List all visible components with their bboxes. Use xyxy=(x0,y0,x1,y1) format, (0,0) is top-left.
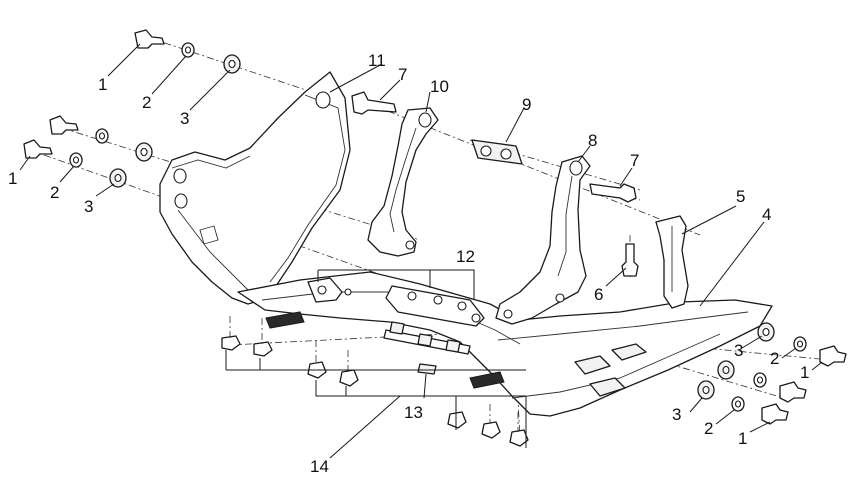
callout-11: 11 xyxy=(368,51,386,70)
leader-lines xyxy=(19,43,823,459)
callout-13: 13 xyxy=(404,403,423,422)
callout-2: 2 xyxy=(704,419,713,438)
callout-3: 3 xyxy=(84,197,93,216)
callout-4: 4 xyxy=(762,205,771,224)
callout-1: 1 xyxy=(8,169,17,188)
fasteners-left xyxy=(23,29,397,188)
callout-2: 2 xyxy=(50,183,59,202)
screws-14 xyxy=(221,316,529,447)
callout-9: 9 xyxy=(522,95,531,114)
skid-plate xyxy=(237,271,773,417)
clip-strip xyxy=(383,321,471,375)
callout-6: 6 xyxy=(594,285,603,304)
callout-1: 1 xyxy=(800,363,809,382)
callout-2: 2 xyxy=(142,93,151,112)
right-bracket xyxy=(495,155,591,325)
left-bracket xyxy=(367,107,439,257)
nut-plate xyxy=(307,277,485,327)
callout-3: 3 xyxy=(734,341,743,360)
callout-3: 3 xyxy=(672,405,681,424)
callout-3: 3 xyxy=(180,109,189,128)
callout-10: 10 xyxy=(430,77,449,96)
left-side-cover xyxy=(159,71,351,305)
side-bracket xyxy=(655,215,689,309)
callout-5: 5 xyxy=(736,187,745,206)
callout-7: 7 xyxy=(630,151,639,170)
callout-1: 1 xyxy=(98,75,107,94)
callout-1: 1 xyxy=(738,429,747,448)
callout-14: 14 xyxy=(310,457,329,476)
damper-plate xyxy=(471,139,523,165)
callouts: 1 2 3 1 2 3 11 7 10 9 8 7 5 4 12 6 3 2 1… xyxy=(8,51,809,476)
callout-8: 8 xyxy=(588,131,597,150)
callout-7: 7 xyxy=(398,65,407,84)
fasteners-right xyxy=(589,183,847,425)
callout-12: 12 xyxy=(456,247,475,266)
callout-2: 2 xyxy=(770,349,779,368)
